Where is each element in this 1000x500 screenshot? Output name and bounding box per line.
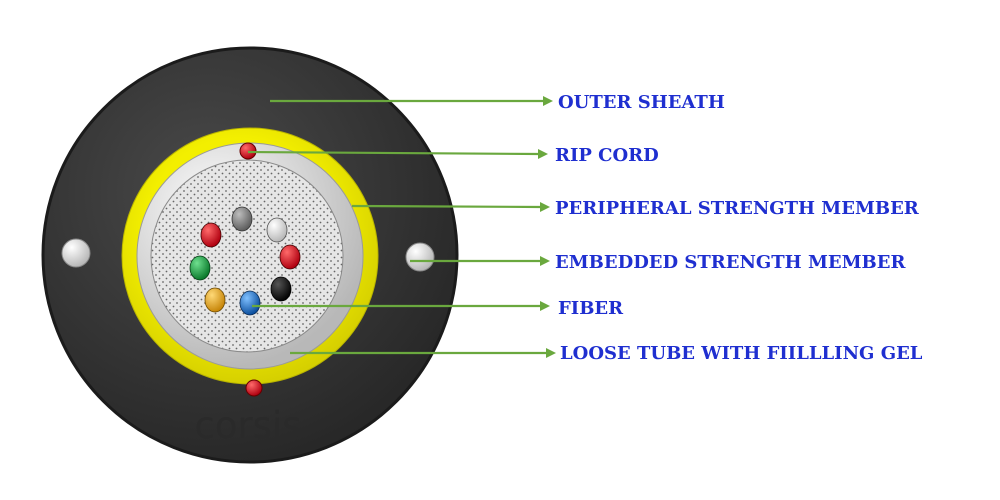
fiber-blue [239, 290, 261, 316]
fiber-green [189, 255, 211, 281]
leader-peripheral-strength-member [351, 202, 550, 212]
label-embedded-strength-member: EMBEDDED STRENGTH MEMBER [555, 252, 906, 273]
leader-outer-sheath [270, 96, 553, 106]
embedded-strength-member-right [405, 242, 435, 272]
embedded-strength-member-left [61, 238, 91, 268]
filling-gel [150, 159, 344, 353]
fiber-orange [204, 287, 226, 313]
leader-loose-tube [290, 348, 556, 358]
fiber-red-right [279, 244, 301, 270]
label-fiber: FIBER [558, 298, 624, 319]
fiber-gray [231, 206, 253, 232]
fiber-bundle [189, 206, 301, 316]
fiber-red-left [200, 222, 222, 248]
rip-cord-bottom [245, 379, 263, 397]
label-loose-tube: LOOSE TUBE WITH FIILLLING GEL [560, 343, 923, 364]
brand-text: corsis [194, 404, 301, 447]
label-rip-cord: RIP CORD [555, 145, 659, 166]
leader-rip-cord [247, 149, 548, 159]
label-peripheral-strength-member: PERIPHERAL STRENGTH MEMBER [555, 198, 920, 219]
fiber-black [270, 276, 292, 302]
leader-embedded-strength-member [410, 256, 550, 266]
fiber-white [266, 217, 288, 243]
label-outer-sheath: OUTER SHEATH [558, 92, 725, 113]
leader-fiber [252, 301, 550, 311]
